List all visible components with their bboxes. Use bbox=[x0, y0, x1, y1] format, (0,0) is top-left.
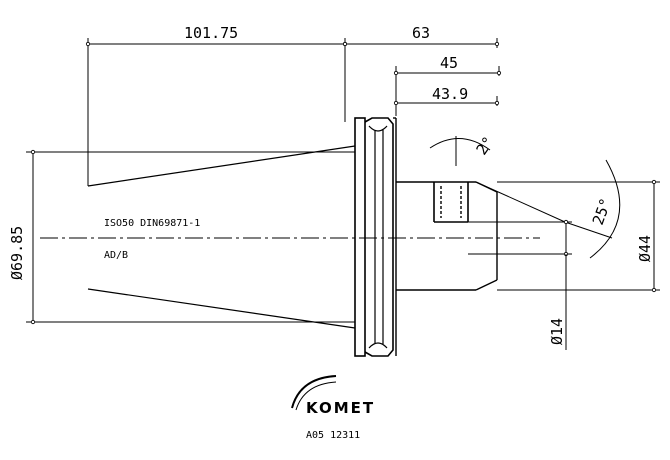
dim-bore-angle: 2° bbox=[473, 133, 498, 158]
top-dimension-lines bbox=[85, 38, 502, 186]
note-standard: ISO50 DIN69871-1 bbox=[104, 218, 200, 229]
dim-bore-diameter: Ø14 bbox=[548, 318, 566, 345]
note-variant: AD/B bbox=[104, 250, 128, 261]
flange bbox=[354, 117, 394, 357]
dim-overall-right: 63 bbox=[412, 24, 430, 42]
right-diameter-dimensions bbox=[468, 179, 660, 350]
dim-chamfer-angle: 25° bbox=[589, 196, 615, 228]
dim-face-to-end-inner: 43.9 bbox=[432, 85, 468, 103]
taper-shank bbox=[26, 145, 356, 329]
logo-part-number: A05 12311 bbox=[306, 430, 360, 441]
dim-face-to-end: 45 bbox=[440, 54, 458, 72]
logo-brand: KOMET bbox=[306, 399, 375, 417]
dim-outer-diameter: Ø44 bbox=[636, 235, 654, 262]
angle-annotations bbox=[429, 136, 621, 259]
dim-cone-length: 101.75 bbox=[184, 24, 238, 42]
dim-taper-diameter: Ø69.85 bbox=[8, 226, 26, 280]
komet-logo: KOMET A05 12311 bbox=[291, 375, 375, 441]
